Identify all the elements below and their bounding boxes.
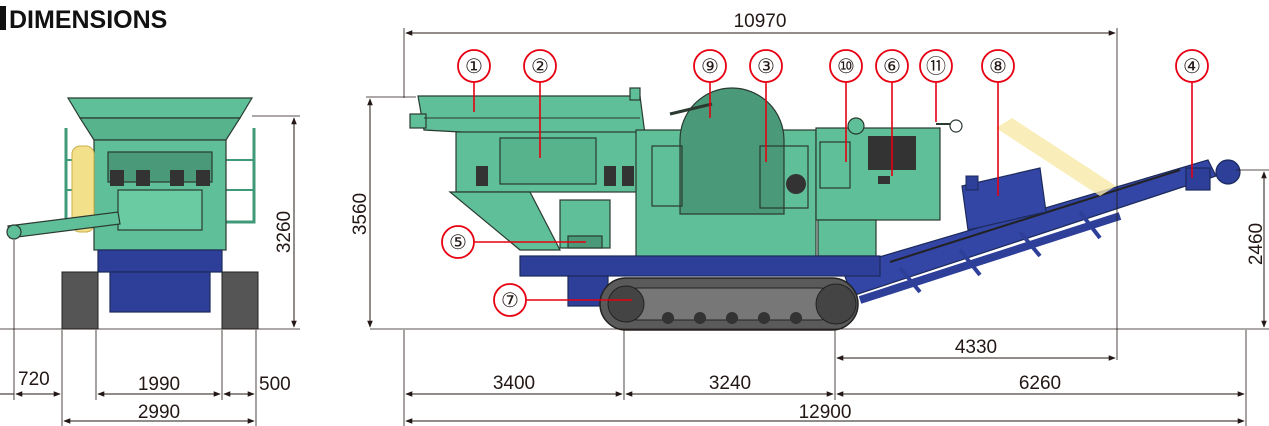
crusher-flywheel bbox=[679, 87, 785, 215]
overall-length-label: 12900 bbox=[799, 402, 852, 423]
callout-9: ⑨ bbox=[693, 49, 727, 118]
front-view-dimensions: 3260 720 1990 500 2990 bbox=[0, 115, 300, 426]
support-leg bbox=[448, 191, 561, 251]
segment-3-label: 6260 bbox=[1019, 373, 1061, 394]
front-left-overhang-label: 720 bbox=[18, 369, 50, 390]
top-length-label: 10970 bbox=[734, 11, 787, 32]
svg-text:③: ③ bbox=[757, 56, 775, 78]
callout-10: ⑩ bbox=[829, 49, 863, 162]
segment-1-label: 3400 bbox=[493, 373, 535, 394]
front-hopper-lower bbox=[78, 117, 242, 141]
side-springs bbox=[476, 166, 634, 186]
air-filter bbox=[847, 117, 865, 135]
front-undercarriage-lower bbox=[109, 271, 211, 313]
track-rollers bbox=[662, 312, 802, 324]
overall-height-label: 3560 bbox=[350, 193, 371, 235]
svg-text:②: ② bbox=[531, 56, 549, 78]
side-view bbox=[370, 87, 1269, 331]
callout-2: ② bbox=[523, 49, 557, 158]
callouts: ① ② ⑨ ③ ⑩ ⑥ ⑪ bbox=[441, 49, 1209, 317]
front-left-track bbox=[61, 271, 99, 330]
callout-6: ⑥ bbox=[875, 49, 909, 176]
conveyor-head-pulley bbox=[1215, 159, 1241, 185]
front-springs bbox=[110, 170, 210, 186]
svg-text:①: ① bbox=[465, 56, 483, 78]
fuel-tank bbox=[817, 219, 877, 257]
conveyor-supports bbox=[898, 210, 1102, 294]
callout-8: ⑧ bbox=[981, 49, 1015, 196]
front-right-track bbox=[221, 271, 259, 330]
front-screen-box bbox=[107, 151, 213, 183]
conveyor-height-label: 2460 bbox=[1246, 223, 1267, 265]
callout-3: ③ bbox=[749, 49, 783, 162]
front-view bbox=[0, 97, 300, 330]
svg-text:⑪: ⑪ bbox=[926, 55, 946, 78]
callout-5: ⑤ bbox=[441, 225, 586, 259]
front-track-gauge-label: 1990 bbox=[138, 374, 180, 395]
svg-text:⑨: ⑨ bbox=[701, 56, 719, 78]
callout-11: ⑪ bbox=[919, 49, 953, 122]
svg-text:⑩: ⑩ bbox=[837, 56, 855, 78]
operator-panel bbox=[819, 141, 851, 189]
svg-text:⑥: ⑥ bbox=[883, 56, 901, 78]
drive-sprocket bbox=[815, 283, 857, 325]
svg-text:④: ④ bbox=[1183, 56, 1201, 78]
front-hopper bbox=[66, 97, 254, 119]
front-undercarriage bbox=[97, 249, 223, 273]
idler-wheel bbox=[607, 285, 645, 323]
raised-conveyor-ghost bbox=[996, 118, 1116, 196]
callout-1: ① bbox=[457, 49, 491, 112]
front-cylinder bbox=[71, 145, 95, 233]
front-crusher bbox=[117, 189, 203, 231]
main-chassis bbox=[519, 255, 881, 277]
svg-text:⑧: ⑧ bbox=[989, 56, 1007, 78]
section-title: DIMENSIONS bbox=[0, 6, 167, 34]
callout-4: ④ bbox=[1175, 49, 1209, 178]
segment-2-label: 3240 bbox=[709, 373, 751, 394]
page-title: DIMENSIONS bbox=[9, 6, 167, 34]
front-track-width-label: 500 bbox=[259, 374, 291, 395]
magnetic-separator bbox=[961, 167, 1047, 231]
svg-text:⑤: ⑤ bbox=[449, 232, 467, 254]
front-right-rail bbox=[226, 128, 256, 224]
side-view-dimensions: 10970 3560 2460 4330 3400 3240 6260 1290… bbox=[350, 11, 1269, 426]
front-overall-width-label: 2990 bbox=[138, 402, 180, 423]
front-height-label: 3260 bbox=[274, 211, 295, 253]
title-bar-marker bbox=[0, 6, 6, 30]
svg-text:⑦: ⑦ bbox=[501, 290, 519, 312]
conveyor-length-label: 4330 bbox=[955, 337, 997, 358]
callout-7: ⑦ bbox=[493, 283, 632, 317]
